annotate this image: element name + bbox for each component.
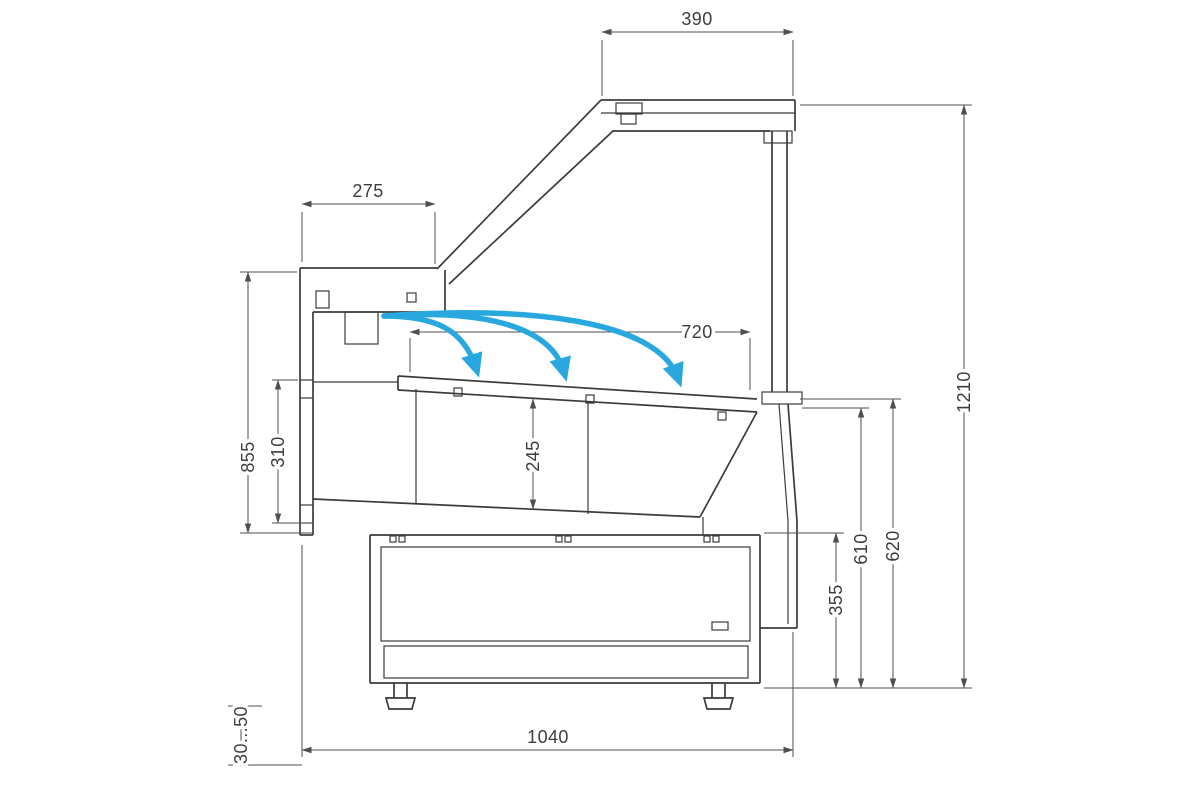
- dimension-front-height-outer-label: 620: [883, 530, 903, 561]
- dimension-well-depth-label: 245: [523, 440, 543, 471]
- rear-bolt: [406, 292, 417, 303]
- dimension-base-depth: 1040: [301, 545, 794, 757]
- rear-panel: [299, 267, 446, 536]
- deck-bolt: [585, 394, 595, 404]
- dimension-front-height-inner: 610: [802, 407, 875, 689]
- cabinet-bolt: [564, 535, 572, 543]
- canopy: [601, 99, 796, 144]
- dimension-rear-top-depth-label: 275: [352, 181, 383, 201]
- deck-bolt: [453, 387, 463, 397]
- cabinet-bolt: [389, 535, 397, 543]
- dimension-feet-adjust: 30...50: [228, 703, 302, 767]
- cabinet-bolt: [712, 535, 720, 543]
- dimension-base-front-height-label: 355: [826, 584, 846, 615]
- airflow-arrow-short: [381, 313, 483, 378]
- rear-box-detail: [315, 290, 330, 309]
- cabinet-bolt: [555, 535, 563, 543]
- rear-duct-detail: [344, 311, 379, 345]
- base-cabinet: [369, 534, 761, 684]
- dimension-canopy-width-label: 390: [681, 9, 712, 29]
- dimension-base-front-height: 355: [764, 532, 850, 689]
- dimension-front-height-outer: 620: [800, 398, 907, 689]
- rear-slope-panel: [436, 99, 614, 285]
- dimension-overall-height: 1210: [764, 104, 978, 689]
- dimension-display-opening-label: 720: [681, 322, 712, 342]
- glass-bottom-bracket: [761, 391, 803, 405]
- dimension-rear-height-label: 855: [238, 441, 258, 472]
- cabinet-bolt: [398, 535, 406, 543]
- display-deck: [313, 375, 758, 421]
- dimension-feet-adjust-label: 30...50: [231, 706, 251, 764]
- dimension-rear-lower-height: 310: [265, 379, 311, 524]
- airflow-arrow-long: [381, 310, 684, 388]
- airflow-arrows: [381, 310, 684, 388]
- canopy-lamp-detail: [620, 113, 637, 125]
- cabinet-inner-panel: [380, 546, 751, 642]
- deck-bolt: [717, 411, 727, 421]
- dimension-display-opening: 720: [409, 319, 751, 390]
- cold-well: [312, 389, 758, 535]
- cabinet-vent-detail: [711, 621, 729, 631]
- dimension-rear-lower-height-label: 310: [268, 436, 288, 467]
- adjustable-feet: [384, 683, 735, 710]
- ventilation-grille: [383, 645, 749, 679]
- right-foot-pad: [702, 697, 735, 710]
- left-foot-pad: [384, 697, 417, 710]
- dimension-front-height-inner-label: 610: [851, 533, 871, 564]
- grille-band: [383, 645, 749, 679]
- canopy-latch-detail: [615, 102, 643, 115]
- front-bumper: [760, 403, 798, 629]
- dimension-base-depth-label: 1040: [527, 727, 569, 747]
- dimension-rear-height: 855: [235, 271, 312, 534]
- front-glass: [761, 131, 803, 405]
- cabinet-bolt: [703, 535, 711, 543]
- dimension-well-depth: 245: [520, 398, 547, 510]
- dimension-canopy-width: 390: [601, 6, 794, 96]
- dimension-overall-height-label: 1210: [954, 371, 974, 413]
- glass-top-mount: [763, 130, 793, 144]
- dimension-rear-top-depth: 275: [301, 178, 436, 264]
